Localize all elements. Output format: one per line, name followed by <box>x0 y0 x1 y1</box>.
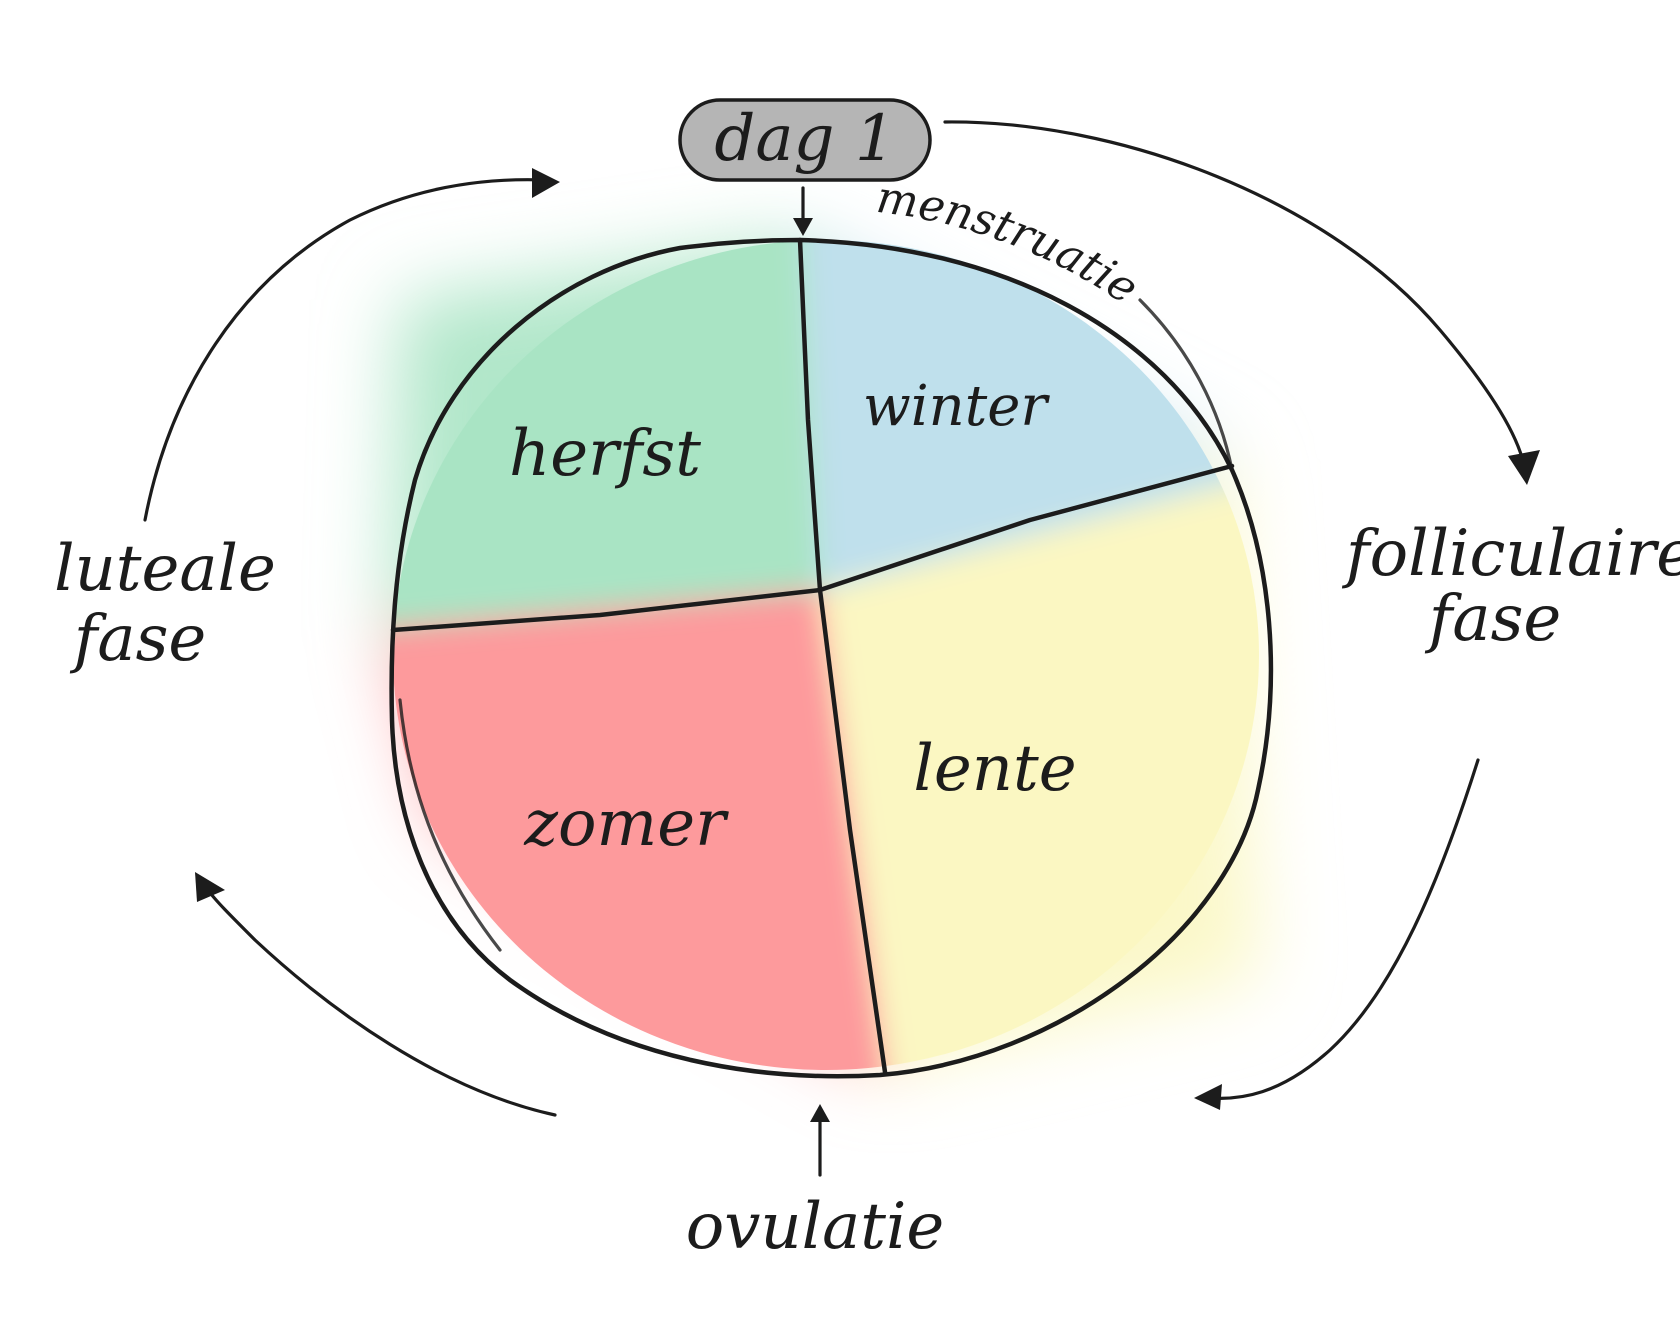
cycle-circle <box>389 237 1274 1079</box>
follicular-phase-line1: folliculaire <box>1342 517 1680 591</box>
curved-arrow-icon <box>143 168 560 522</box>
follicular-phase-label: folliculaire fase <box>1342 517 1680 656</box>
season-label-winter: winter <box>863 374 1051 439</box>
quadrant-dividers <box>390 237 1235 1075</box>
luteal-phase-line1: luteale <box>54 532 276 606</box>
follicular-phase-line2: fase <box>1425 582 1562 656</box>
luteal-phase-line2: fase <box>70 602 207 676</box>
badge-pointer-arrow-icon <box>793 186 813 236</box>
divider-horizontal <box>390 463 1235 633</box>
curved-arrow-icon <box>943 120 1540 485</box>
season-label-zomer: zomer <box>523 787 729 861</box>
season-label-lente: lente <box>913 732 1076 806</box>
curved-arrow-icon <box>195 872 557 1117</box>
start-badge-label: dag 1 <box>714 102 895 176</box>
curved-arrow-icon <box>1194 758 1480 1110</box>
luteal-phase-label: luteale fase <box>54 532 276 676</box>
start-badge: dag 1 <box>678 98 932 182</box>
season-label-herfst: herfst <box>509 417 701 491</box>
ovulation-marker: ovulatie <box>686 1104 945 1264</box>
ovulation-label: ovulatie <box>686 1190 945 1264</box>
ovulation-arrow-icon <box>810 1104 830 1122</box>
